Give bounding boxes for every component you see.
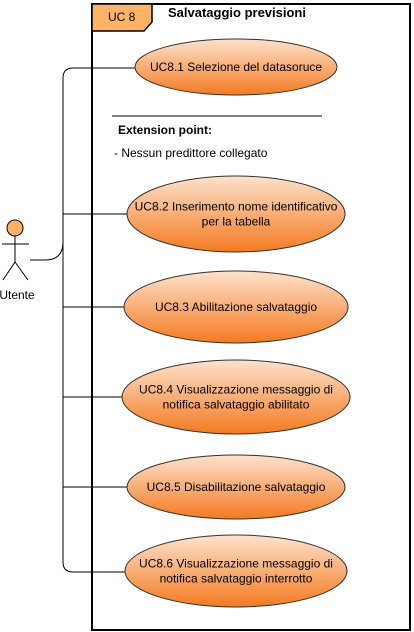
use-case-ellipse bbox=[124, 534, 348, 608]
use-case-label: UC8.6 Visualizzazione messaggio di bbox=[139, 557, 333, 571]
use-case-label: UC8.3 Abilitazione salvataggio bbox=[155, 300, 317, 314]
actor-utente[interactable] bbox=[2, 219, 29, 281]
system-tag-label: UC 8 bbox=[108, 10, 136, 24]
actor-head-icon bbox=[6, 219, 24, 237]
use-case-ellipse bbox=[123, 270, 349, 344]
actor-link bbox=[30, 241, 64, 261]
connector-uc8-6 bbox=[62, 561, 125, 573]
use-case-label: notifica salvataggio interrotto bbox=[160, 572, 313, 586]
use-case-label: UC8.4 Visualizzazione messaggio di bbox=[139, 383, 333, 397]
actor-connectors bbox=[30, 67, 135, 573]
use-case-label: UC8.5 Disabilitazione salvataggio bbox=[147, 480, 326, 494]
use-case-label: UC8.1 Selezione del datasoruce bbox=[150, 60, 322, 74]
use-case-label: notifica salvataggio abilitato bbox=[163, 398, 310, 412]
use-case-uc8-3[interactable]: UC8.3 Abilitazione salvataggio bbox=[123, 270, 349, 344]
use-case-uc8-6[interactable]: UC8.6 Visualizzazione messaggio dinotifi… bbox=[124, 534, 348, 608]
connector-uc8-1 bbox=[62, 67, 135, 79]
actor-label: Utente bbox=[0, 288, 35, 302]
use-case-label: per la tabella bbox=[202, 215, 271, 229]
use-case-uc8-5[interactable]: UC8.5 Disabilitazione salvataggio bbox=[126, 454, 346, 520]
extension-point-item: - Nessun predittore collegato bbox=[114, 146, 268, 160]
use-case-uc8-1[interactable]: UC8.1 Selezione del datasoruce bbox=[134, 38, 338, 96]
use-case-label: UC8.2 Inserimento nome identificativo bbox=[135, 200, 338, 214]
extension-point-title: Extension point: bbox=[118, 123, 212, 137]
system-tag bbox=[91, 3, 153, 32]
use-case-uc8-4[interactable]: UC8.4 Visualizzazione messaggio dinotifi… bbox=[121, 359, 351, 435]
use-case-ellipse bbox=[126, 175, 346, 253]
use-case-ellipse bbox=[121, 359, 351, 435]
use-case-ellipse bbox=[126, 454, 346, 520]
system-title: Salvataggio previsioni bbox=[168, 5, 306, 20]
use-case-ellipse bbox=[134, 38, 338, 96]
use-case-uc8-2[interactable]: UC8.2 Inserimento nome identificativoper… bbox=[126, 175, 346, 253]
